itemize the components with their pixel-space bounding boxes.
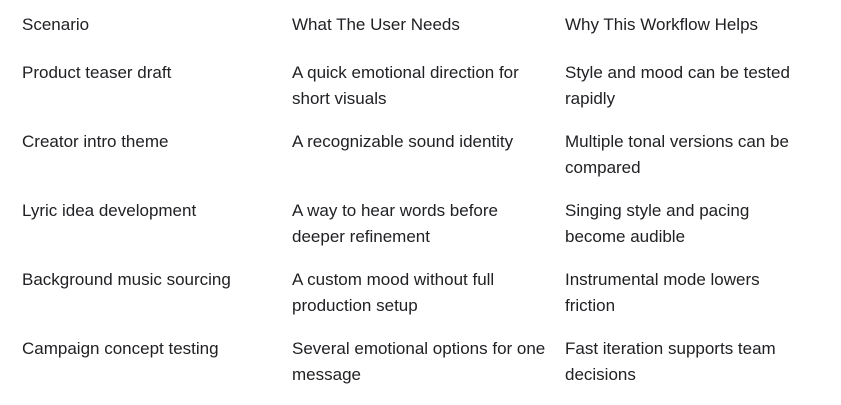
cell-workflow-helps: Singing style and pacing become audible [565, 201, 750, 246]
cell-user-needs: A custom mood without full production se… [292, 270, 495, 315]
scenario-matrix-table: Scenario What The User Needs Why This Wo… [22, 12, 822, 404]
column-header-what-the-user-needs: What The User Needs [292, 15, 460, 34]
cell-workflow-helps: Instrumental mode lowers friction [565, 270, 760, 315]
cell-scenario: Campaign concept testing [22, 339, 219, 358]
table-row: Lyric idea development A way to hear wor… [22, 198, 822, 267]
cell-scenario: Background music sourcing [22, 270, 231, 289]
cell-scenario: Creator intro theme [22, 132, 169, 151]
column-header-scenario: Scenario [22, 15, 90, 34]
table-header-row: Scenario What The User Needs Why This Wo… [22, 12, 822, 60]
table-row: Campaign concept testing Several emotion… [22, 336, 822, 404]
cell-user-needs: A quick emotional direction for short vi… [292, 63, 519, 108]
column-header-why-this-workflow-helps: Why This Workflow Helps [565, 15, 759, 34]
table-body: Product teaser draft A quick emotional d… [22, 60, 822, 404]
table-row: Background music sourcing A custom mood … [22, 267, 822, 336]
table-row: Creator intro theme A recognizable sound… [22, 129, 822, 198]
cell-user-needs: A way to hear words before deeper refine… [292, 201, 499, 246]
table-row: Product teaser draft A quick emotional d… [22, 60, 822, 129]
table-header: Scenario What The User Needs Why This Wo… [22, 12, 822, 60]
cell-scenario: Product teaser draft [22, 63, 172, 82]
cell-workflow-helps: Style and mood can be tested rapidly [565, 63, 790, 108]
cell-workflow-helps: Multiple tonal versions can be compared [565, 132, 789, 177]
cell-user-needs: A recognizable sound identity [292, 132, 514, 151]
cell-workflow-helps: Fast iteration supports team decisions [565, 339, 776, 384]
cell-user-needs: Several emotional options for one messag… [292, 339, 546, 384]
cell-scenario: Lyric idea development [22, 201, 197, 220]
